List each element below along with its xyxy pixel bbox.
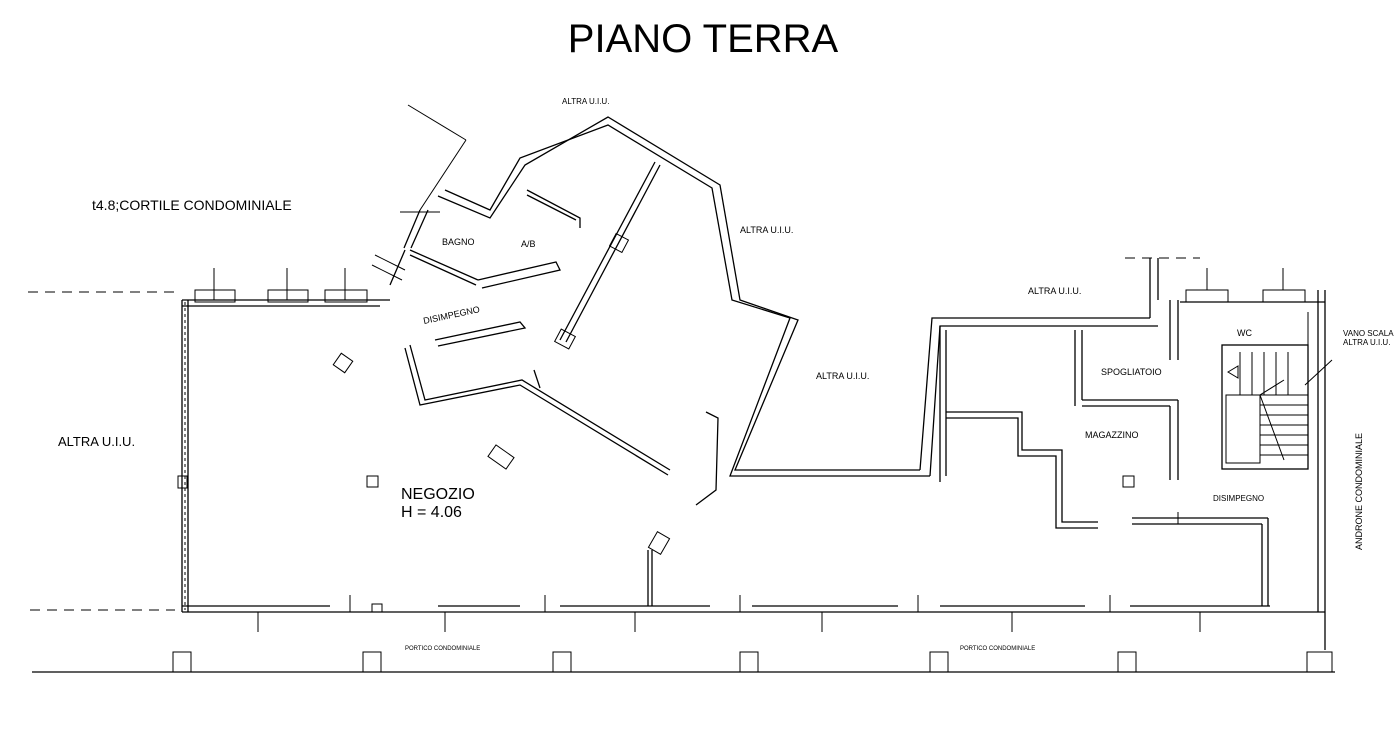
- label-height: H = 4.06: [401, 504, 462, 521]
- label-altra-right-upper: ALTRA U.I.U.: [740, 225, 793, 235]
- angled-wing-walls: [371, 104, 930, 506]
- plan-title: PIANO TERRA: [568, 17, 839, 61]
- label-altra-center: ALTRA U.I.U.: [816, 371, 869, 381]
- label-wc: WC: [1237, 328, 1252, 338]
- label-altra-mid-right: ALTRA U.I.U.: [1028, 286, 1081, 296]
- label-magazzino: MAGAZZINO: [1085, 430, 1139, 440]
- label-spogliatoio: SPOGLIATOIO: [1101, 367, 1162, 377]
- right-unit-walls: [919, 257, 1333, 650]
- label-disimpegno-left: DISIMPEGNO: [422, 304, 480, 326]
- window: [267, 289, 309, 303]
- label-androne: ANDRONE CONDOMINIALE: [1354, 433, 1364, 550]
- label-bagno: BAGNO: [442, 237, 475, 247]
- label-cortile: t4.8;CORTILE CONDOMINIALE: [92, 197, 292, 213]
- label-disimpegno-right: DISIMPEGNO: [1213, 494, 1264, 503]
- window: [324, 289, 368, 303]
- label-ab: A/B: [521, 239, 536, 249]
- negozio-walls: [28, 268, 1325, 632]
- label-portico-right: PORTICO CONDOMINIALE: [960, 646, 1035, 652]
- label-negozio: NEGOZIO: [401, 486, 475, 503]
- label-portico-left: PORTICO CONDOMINIALE: [405, 646, 480, 652]
- label-altra-left: ALTRA U.I.U.: [58, 434, 135, 449]
- label-vano-scala-altra: ALTRA U.I.U.: [1343, 338, 1390, 347]
- window: [194, 289, 236, 303]
- label-vano-scala: VANO SCALA: [1343, 329, 1394, 338]
- portico: [32, 651, 1335, 673]
- label-altra-top: ALTRA U.I.U.: [562, 97, 609, 106]
- column-marker: [177, 475, 188, 489]
